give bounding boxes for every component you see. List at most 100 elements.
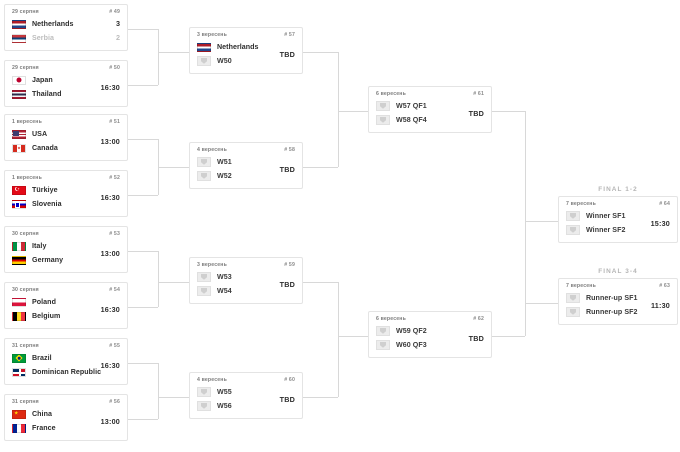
team-name: W60 QF3 [396,341,427,349]
team-row-away: W50 [197,54,274,68]
match-number: # 61 [473,91,484,97]
team-name: Runner-up SF1 [586,294,638,302]
match-time: 16:30 [100,304,120,314]
match-number: # 51 [109,119,120,125]
match-date: 1 вересень [12,175,42,181]
connector-line [303,397,338,398]
team-name: W54 [217,287,232,295]
team-name: W52 [217,172,232,180]
match-card[interactable]: 31 серпня# 56ChinaFrance13:00 [4,394,128,441]
team-row-away: Dominican Republic [12,365,101,379]
connector-line [128,307,158,308]
match-number: # 57 [284,32,295,38]
match-time: 13:00 [100,416,120,426]
placeholder-shield-icon [376,326,390,336]
connector-line [338,336,368,337]
connector-line [128,139,158,140]
team-name: Runner-up SF2 [586,308,638,316]
placeholder-shield-icon [197,387,211,397]
team-name: W51 [217,158,232,166]
team-row-away: Thailand [12,87,95,101]
team-name: W53 [217,273,232,281]
match-header: 31 серпня# 55 [5,339,127,351]
match-header: 4 вересень# 58 [190,143,302,155]
score-away: 2 [116,33,120,42]
match-time: TBD [279,49,295,59]
team-row-away: Germany [12,253,95,267]
connector-line [128,85,158,86]
connector-line [338,282,339,397]
team-flag-icon [12,75,26,85]
match-date: 4 вересень [197,147,227,153]
match-number: # 52 [109,175,120,181]
connector-line [158,282,189,283]
team-name: Netherlands [32,20,74,28]
connector-line [158,29,159,85]
team-row-home: W51 [197,155,274,169]
team-row-home: W53 [197,270,274,284]
placeholder-shield-icon [566,293,580,303]
match-card[interactable]: 1 вересень# 52TürkiyeSlovenia16:30 [4,170,128,217]
team-row-home: Poland [12,295,95,309]
connector-line [128,363,158,364]
match-header: 7 вересень# 64 [559,197,677,209]
connector-line [303,167,338,168]
team-row-home: Runner-up SF1 [566,291,645,305]
connector-line [338,52,339,167]
team-name: Netherlands [217,43,259,51]
placeholder-shield-icon [197,157,211,167]
match-header: 7 вересень# 63 [559,279,677,291]
team-row-home: Netherlands [12,17,110,31]
team-name: W57 QF1 [396,102,427,110]
team-flag-icon [12,353,26,363]
match-number: # 59 [284,262,295,268]
team-flag-icon [12,297,26,307]
team-flag-icon [12,129,26,139]
team-flag-icon [12,199,26,209]
match-number: # 49 [109,9,120,15]
team-name: USA [32,130,48,138]
match-number: # 54 [109,287,120,293]
connector-line [492,111,525,112]
team-name: Poland [32,298,56,306]
team-row-away: Canada [12,141,95,155]
match-number: # 56 [109,399,120,405]
match-date: 31 серпня [12,343,39,349]
team-flag-icon [12,255,26,265]
team-flag-icon [12,19,26,29]
team-row-away: Runner-up SF2 [566,305,645,319]
match-date: 29 серпня [12,65,39,71]
team-row-away: France [12,421,95,435]
match-time: 11:30 [651,300,670,310]
match-header: 30 серпня# 53 [5,227,127,239]
team-name: Thailand [32,90,62,98]
team-name: W59 QF2 [396,327,427,335]
